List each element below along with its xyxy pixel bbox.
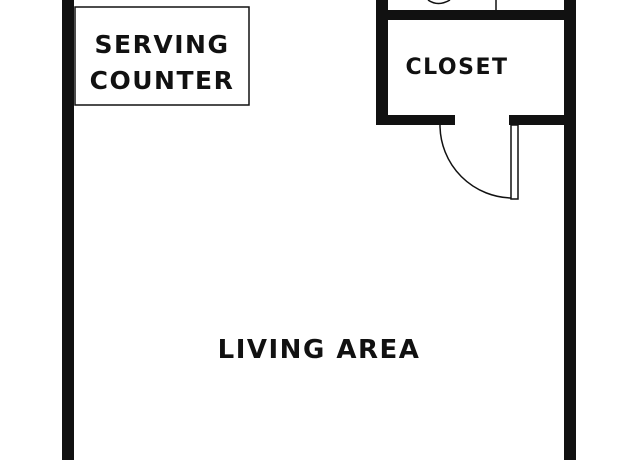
closet-label: CLOSET: [406, 55, 509, 80]
serving-counter-outline: [74, 6, 250, 106]
right-exterior-wall: [564, 0, 576, 460]
serving-counter: SERVING COUNTER: [74, 6, 250, 106]
serving-counter-label-line1: SERVING: [95, 30, 230, 59]
closet-door-leaf: [510, 124, 519, 200]
closet-left-wall: [376, 0, 388, 125]
serving-counter-label-line2: COUNTER: [90, 66, 235, 95]
closet-door-swing: [439, 124, 514, 199]
living-area-label: LIVING AREA: [218, 335, 421, 365]
closet-bottom-wall-left: [376, 115, 455, 125]
left-exterior-wall: [62, 0, 74, 460]
closet: CLOSET: [376, 0, 576, 200]
closet-bottom-wall-right: [509, 115, 576, 125]
fixture-curve: [427, 0, 451, 5]
closet-top-wall: [376, 10, 576, 20]
